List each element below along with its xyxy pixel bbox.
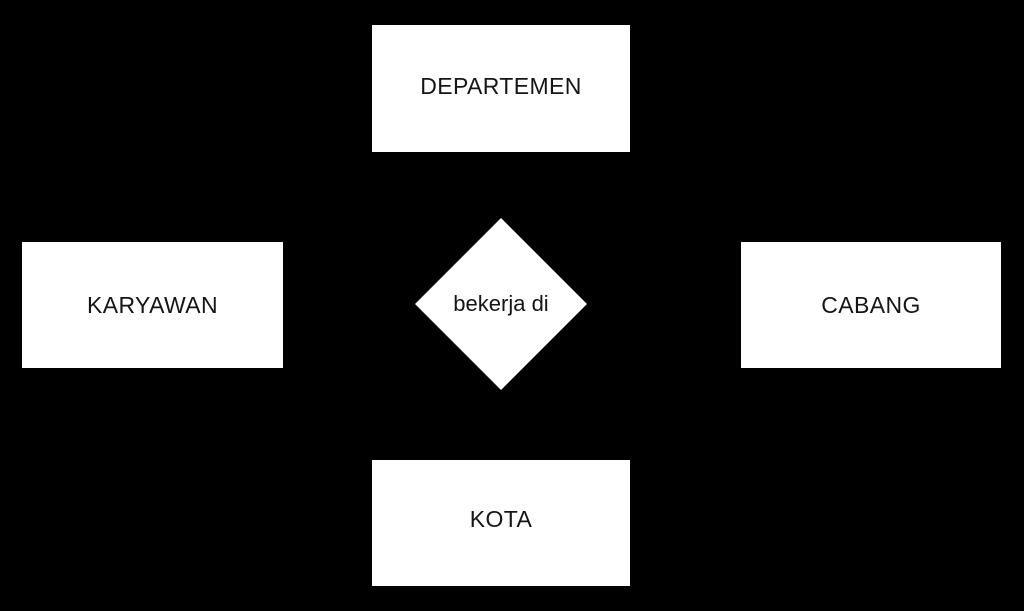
entity-departemen[interactable]: DEPARTEMEN [372, 25, 630, 152]
relationship-bekerja-di[interactable]: bekerja di [415, 218, 587, 390]
entity-karyawan[interactable]: KARYAWAN [22, 242, 283, 368]
entity-kota[interactable]: KOTA [372, 460, 630, 586]
entity-kota-label: KOTA [469, 506, 533, 532]
entity-cabang[interactable]: CABANG [741, 242, 1001, 368]
entity-cabang-label: CABANG [821, 291, 921, 318]
entity-departemen-label: DEPARTEMEN [420, 73, 582, 99]
entity-karyawan-label: KARYAWAN [86, 291, 218, 318]
relationship-bekerja-di-label: bekerja di [453, 291, 549, 316]
